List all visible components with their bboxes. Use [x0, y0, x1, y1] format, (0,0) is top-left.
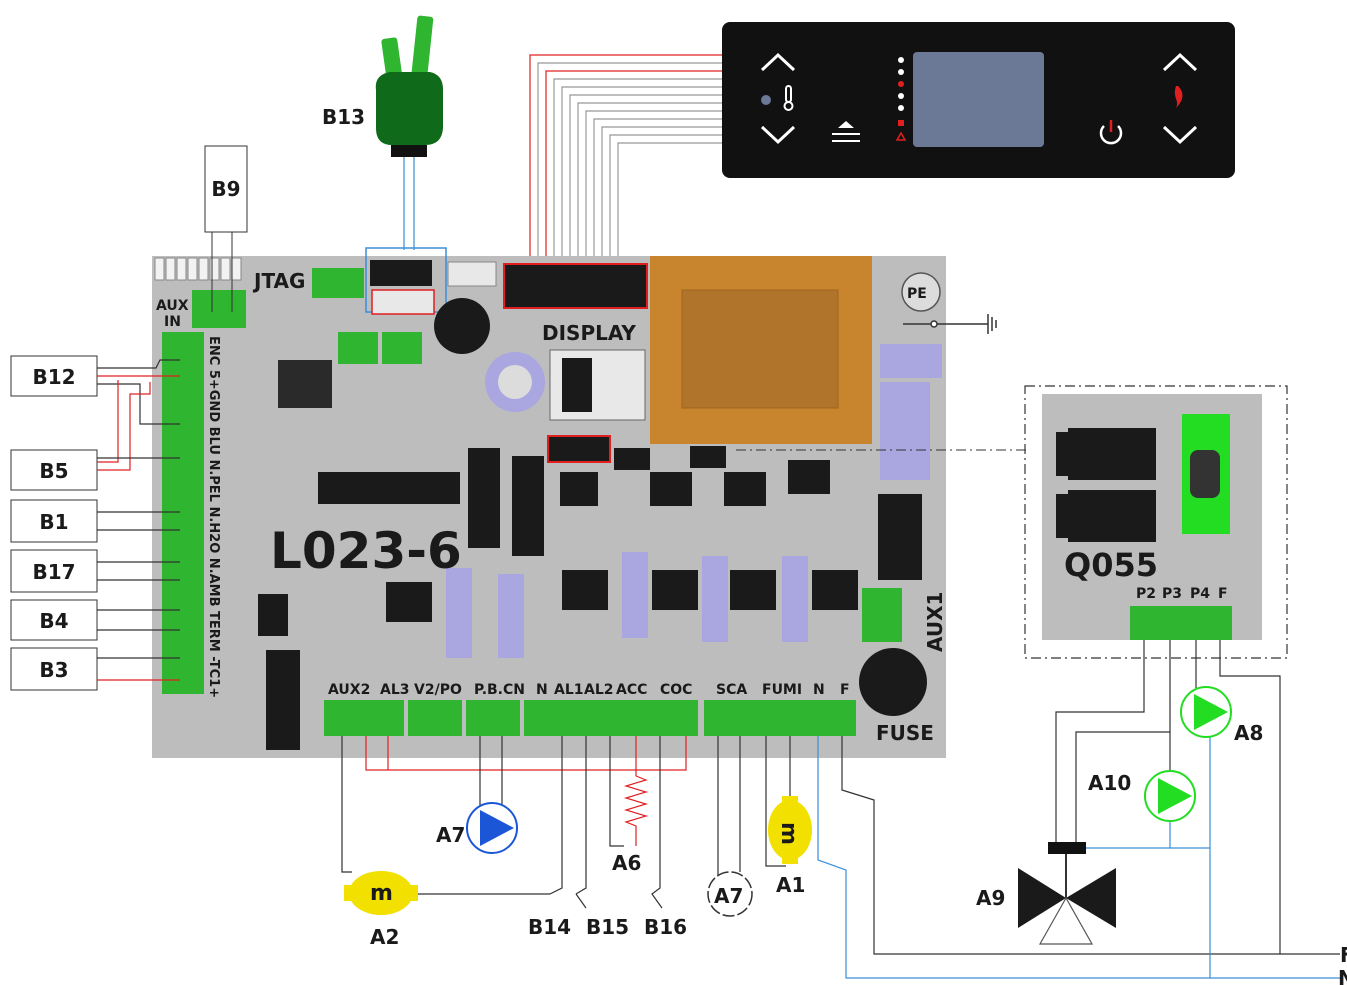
q055-terminal-p4: P4 — [1190, 586, 1210, 602]
fuse-label: FUSE — [876, 721, 934, 745]
b16-label: B16 — [644, 915, 687, 939]
down-arrow-icon — [760, 125, 796, 145]
jtag-connector — [312, 268, 364, 298]
aux-in-label-2: IN — [164, 314, 181, 330]
flame-icon — [1174, 86, 1183, 108]
q055-label: Q055 — [1064, 546, 1158, 584]
svg-text:FUMI: FUMI — [762, 682, 802, 698]
up-arrow-icon — [1162, 52, 1198, 72]
right-wiring — [1055, 640, 1281, 978]
sensor-b4: B4 — [39, 609, 68, 633]
q055-terminal-p3: P3 — [1162, 586, 1182, 602]
a8-label: A8 — [1234, 721, 1263, 745]
left-sensors: B12 B5 B1 B17 B4 B3 — [10, 355, 98, 691]
pump-icon — [1180, 686, 1232, 738]
left-terminal-labels: ENC 5+GND BLU N.PEL N.H2O N.AMB TERM -TC… — [206, 336, 221, 698]
b15-label: B15 — [586, 915, 629, 939]
fan-icon — [707, 871, 753, 917]
sensor-b17: B17 — [32, 560, 75, 584]
supply-n-label: N — [1338, 966, 1347, 985]
jtag-label: JTAG — [252, 269, 305, 293]
svg-text:N: N — [536, 682, 548, 698]
b9-sensor: B9 — [204, 145, 248, 312]
blue-dot-icon — [761, 95, 771, 105]
pump-icon — [466, 802, 518, 854]
svg-text:AL3: AL3 — [380, 682, 410, 698]
a7-fan-label: A7 — [714, 884, 743, 908]
b13-connector — [370, 260, 432, 286]
svg-text:F: F — [840, 682, 850, 698]
b13-label: B13 — [322, 105, 365, 129]
svg-text:P.B.CN: P.B.CN — [474, 682, 525, 698]
power-icon — [1099, 120, 1123, 145]
svg-text:AL2: AL2 — [584, 682, 614, 698]
board-model-label: L023-6 — [270, 522, 462, 580]
down-arrow-icon — [1162, 125, 1198, 145]
menu-icon — [832, 121, 860, 142]
svg-text:COC: COC — [660, 682, 692, 698]
ground-icon — [903, 314, 997, 334]
status-led-icons — [895, 57, 907, 141]
display-panel — [722, 22, 1235, 178]
pcb-board: PE — [152, 247, 1030, 758]
resistor-icon — [623, 775, 649, 846]
b14-label: B14 — [528, 915, 571, 939]
left-sensor-wires — [97, 359, 180, 681]
thermometer-icon — [783, 85, 794, 111]
left-terminal-strip — [162, 332, 204, 694]
a9-label: A9 — [976, 886, 1005, 910]
bottom-terminals — [324, 700, 856, 736]
sensor-b3: B3 — [39, 658, 68, 682]
motor-icon: m — [768, 796, 812, 864]
bottom-wiring — [341, 736, 1340, 979]
bottom-terminal-labels: AUX2 AL3 V2/PO P.B.CN N AL1 AL2 ACC COC … — [328, 682, 850, 698]
up-arrow-icon — [760, 52, 796, 72]
pump-icon — [1144, 770, 1196, 822]
a2-label: A2 — [370, 925, 399, 949]
a7-pump-label: A7 — [436, 823, 465, 847]
aux1-connector — [862, 588, 902, 642]
q055-terminal-p2: P2 — [1136, 586, 1156, 602]
q055-module: Q055 P2 P3 P4 F — [1024, 385, 1288, 659]
a1-label: A1 — [776, 873, 805, 897]
display-screen — [913, 52, 1044, 147]
svg-text:AUX2: AUX2 — [328, 682, 370, 698]
aux-in-connector — [192, 290, 246, 328]
sensor-b12: B12 — [32, 365, 75, 389]
b13-sensor: B13 — [322, 15, 444, 250]
a2-motor-symbol: m — [370, 881, 393, 906]
a1-motor-symbol: m — [776, 822, 801, 845]
aux-in-label-1: AUX — [156, 298, 189, 314]
sensor-b1: B1 — [39, 510, 68, 534]
svg-text:ACC: ACC — [616, 682, 647, 698]
display-connector — [503, 263, 648, 309]
pe-label: PE — [907, 286, 927, 302]
a10-label: A10 — [1088, 771, 1131, 795]
top-pin-header — [154, 257, 242, 281]
supply-f-label: F — [1340, 943, 1347, 967]
a6-label: A6 — [612, 851, 641, 875]
microcontroller — [278, 360, 332, 408]
q055-terminal-f: F — [1218, 586, 1228, 602]
aux1-label: AUX1 — [923, 592, 947, 652]
buzzer — [434, 298, 490, 354]
svg-text:V2/PO: V2/PO — [414, 682, 462, 698]
svg-text:SCA: SCA — [716, 682, 747, 698]
fuse — [859, 648, 927, 716]
svg-text:N: N — [813, 682, 825, 698]
display-label: DISPLAY — [542, 321, 636, 345]
sensor-b5: B5 — [39, 459, 68, 483]
display-ribbon-cable — [529, 54, 722, 282]
motor-icon: m — [344, 871, 418, 915]
b9-label: B9 — [211, 177, 240, 201]
svg-text:AL1: AL1 — [554, 682, 584, 698]
valve-icon — [1018, 842, 1116, 945]
